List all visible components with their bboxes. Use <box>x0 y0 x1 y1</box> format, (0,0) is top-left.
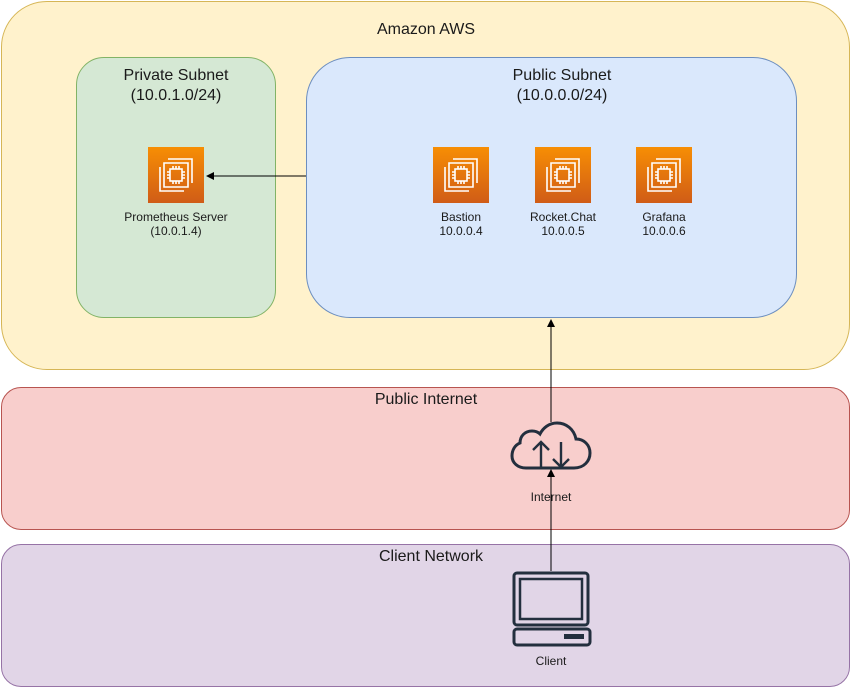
client-label: Client <box>535 654 567 668</box>
private-subnet-zone <box>76 57 276 318</box>
rocketchat-name: Rocket.Chat <box>529 210 597 224</box>
public-subnet-title: Public Subnet <box>512 67 612 84</box>
public-internet-title: Public Internet <box>374 391 478 408</box>
client-network-title: Client Network <box>378 548 484 565</box>
prometheus-server-name: Prometheus Server <box>124 210 228 224</box>
computer-icon[interactable] <box>512 571 592 649</box>
aws-zone-title: Amazon AWS <box>376 21 476 38</box>
client-network-zone <box>1 544 850 687</box>
private-subnet-title: Private Subnet <box>123 67 229 84</box>
prometheus-server-ip: (10.0.1.4) <box>150 224 202 238</box>
private-subnet-cidr: (10.0.1.0/24) <box>130 87 222 104</box>
bastion-ip: 10.0.0.4 <box>439 224 483 238</box>
rocketchat-ip: 10.0.0.5 <box>541 224 585 238</box>
public-internet-zone <box>1 387 850 530</box>
grafana-name: Grafana <box>642 210 686 224</box>
cloud-icon[interactable] <box>510 420 592 474</box>
public-subnet-cidr: (10.0.0.0/24) <box>516 87 608 104</box>
grafana-ip: 10.0.0.6 <box>642 224 686 238</box>
bastion-name: Bastion <box>440 210 482 224</box>
